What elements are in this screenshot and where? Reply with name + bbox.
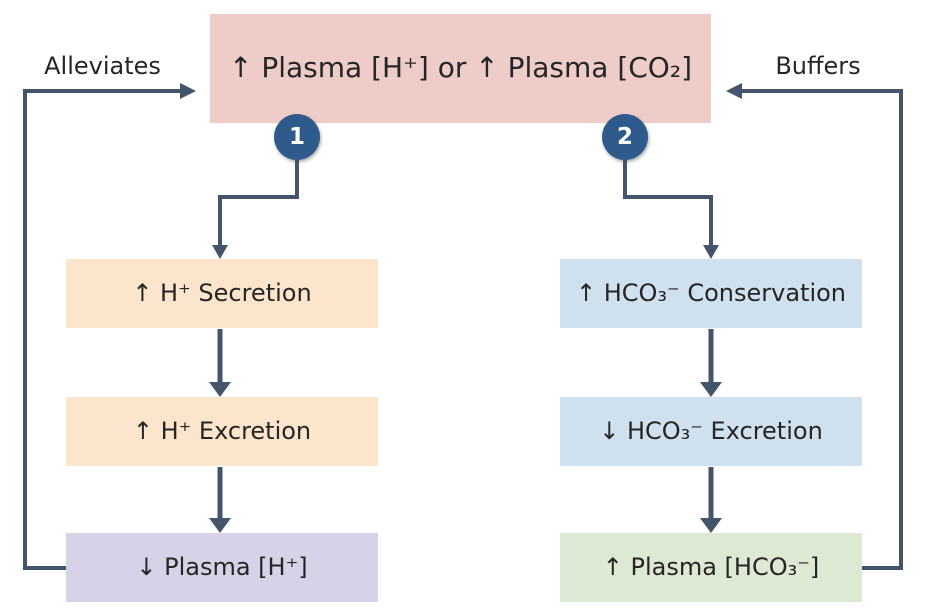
feedback-loop-alleviates xyxy=(23,83,196,570)
arrow-hsecretion-to-hexcretion xyxy=(209,329,231,397)
arrow-hexcretion-to-plasmah xyxy=(209,467,231,533)
box-h-excretion: ↑ H⁺ Excretion xyxy=(66,397,378,466)
box-plasma-h-decrease: ↓ Plasma [H⁺] xyxy=(66,533,378,602)
label-buffers: Buffers xyxy=(775,52,861,80)
connector-badge2-to-right-column xyxy=(623,140,719,259)
feedback-loop-buffers xyxy=(726,83,903,570)
box-hco3-conservation: ↑ HCO₃⁻ Conservation xyxy=(560,259,862,328)
label-alleviates: Alleviates xyxy=(44,52,161,80)
arrow-hco3conservation-to-hco3excretion xyxy=(700,329,722,397)
box-h-secretion: ↑ H⁺ Secretion xyxy=(66,259,378,328)
box-plasma-hco3-increase: ↑ Plasma [HCO₃⁻] xyxy=(560,533,862,602)
box-hco3-excretion: ↓ HCO₃⁻ Excretion xyxy=(560,397,862,466)
badge-step-1: 1 xyxy=(274,114,320,160)
box-plasma-h-or-co2: ↑ Plasma [H⁺] or ↑ Plasma [CO₂] xyxy=(210,14,711,123)
badge-step-2: 2 xyxy=(602,114,648,160)
connector-badge1-to-left-column xyxy=(212,140,299,259)
arrow-hco3excretion-to-plasmahco3 xyxy=(700,467,722,533)
